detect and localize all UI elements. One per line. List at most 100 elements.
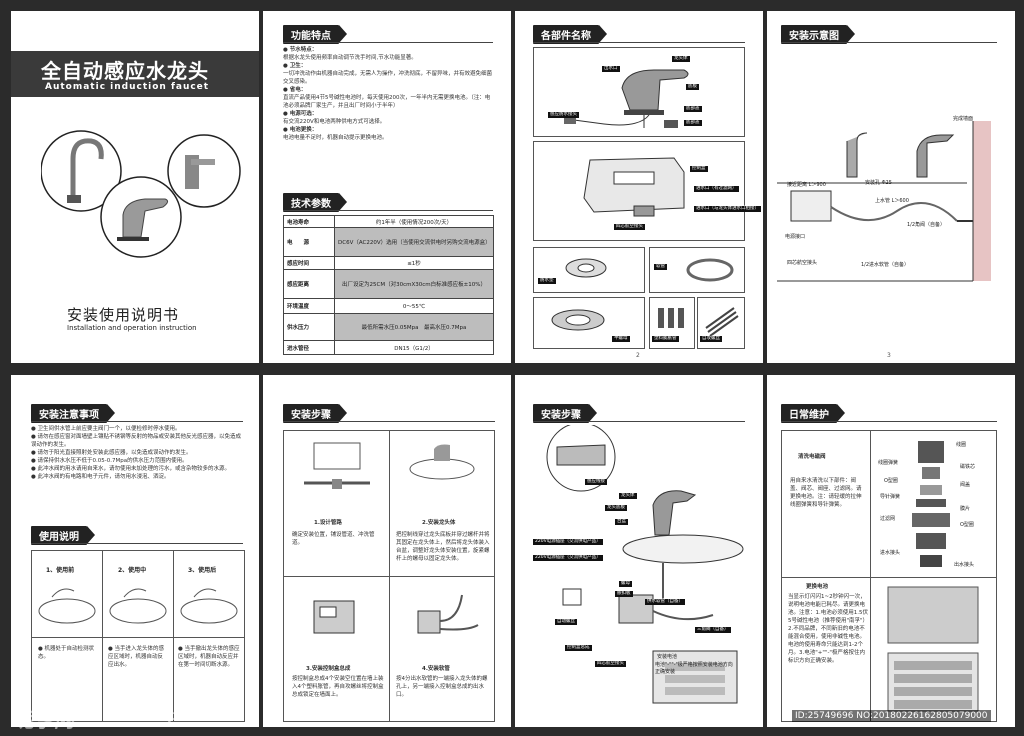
install-detail-header: 安装步骤: [533, 404, 597, 423]
label-nut: 螺母: [619, 581, 632, 587]
label-bottom-cover: 底部盖: [684, 106, 702, 112]
label-supply-hose: 供水软管（自备）: [645, 599, 685, 605]
usage-header: 使用说明: [31, 526, 95, 545]
diagram-label-hole: 安装孔 Φ25: [865, 180, 892, 186]
label-body: 龙头体: [672, 56, 690, 62]
label-control-box: 控制盒: [690, 166, 708, 172]
install-detail-page: 安装步骤 感应线接 龙头体 龙头底板 台盆 220V电源插座（交流供电产品） 2…: [515, 375, 763, 727]
part-inlet-joint: 进水接头: [880, 550, 901, 556]
features-divider: [283, 42, 493, 43]
spec-row: 供水压力最低所需水压0.05Mpa 最高水压0.7Mpa: [283, 313, 494, 341]
label-outlet: 出水口: [602, 66, 620, 72]
label-aviation-plug: 四芯航空接头: [614, 224, 645, 230]
step1-text: 确定安装位置，铺设管道、冲洗管道。: [292, 532, 375, 546]
diagram-header: 安装示意图: [781, 25, 855, 44]
label-inlet-filter: 进水口（有过滤网）: [694, 186, 739, 192]
part-oring-1: O型圈: [884, 478, 898, 484]
part-diaphragm: 膜片: [960, 506, 971, 512]
step2-drawing: [409, 444, 475, 480]
notes-divider: [31, 421, 243, 422]
step4-drawing: [417, 594, 479, 634]
control-box-drawing: [583, 157, 685, 217]
step4-text: 按4分出水软管的一端接入龙头体的螺孔上，另一端接入控制盒总成的出水口。: [396, 676, 488, 698]
diagram-label-aviation: 四芯航空接头: [787, 260, 818, 266]
replace-battery-title: 更换电池: [806, 584, 829, 590]
label-power-socket-2: 220V电源插座（交流供电产品）: [533, 555, 603, 561]
features-list: ● 节水特点：根据水龙头使用频率自动调节洗手时间,节水功能显著。 ● 卫生：一切…: [283, 47, 493, 141]
label-screw: 自动螺丝: [555, 619, 577, 625]
part-oring-2: O型圈: [960, 522, 974, 528]
step-after: 3、使用后: [188, 567, 217, 574]
part-pin-spring: 导针弹簧: [880, 494, 901, 500]
usage-divider: [31, 543, 243, 544]
label-power-socket-1: 220V电源插座（交流供电产品）: [533, 539, 603, 545]
label-sensor-joint: 感应防水接头: [548, 112, 579, 118]
page-number: 3: [887, 352, 891, 359]
part-screw: 自攻螺丝: [697, 297, 745, 349]
label-plate: 胀扣板: [615, 591, 633, 597]
diagram-label-power: 电源接口: [785, 234, 806, 240]
step1-drawing: [304, 442, 370, 489]
battery-drawing: [887, 586, 979, 712]
diagram-divider: [781, 42, 997, 43]
label-control-assembly: 控制盒总成: [565, 645, 592, 651]
label-anchor: 塑料膨胀管: [652, 336, 679, 342]
step-desc-1: ● 机器处于自动检测状态。: [38, 646, 95, 660]
maintenance-page: 日常维护 清洗电磁阀 用自来水清洗以下部件：阀盖、阀芯、阀座、过滤网。请更换电池…: [767, 375, 1015, 727]
label-half-nut: 半螺母: [612, 336, 630, 342]
part-washer: 防水垫: [533, 247, 645, 293]
label-washer: 防水垫: [538, 278, 556, 284]
step4-title: 4.安装软管: [422, 666, 450, 672]
parts-divider: [533, 42, 745, 43]
watermark-url: www.nipic.com: [110, 708, 229, 724]
step3-text: 按控制盒总成4个安装空位置在墙上装入4个塑料胀管，再自攻螺丝将控制盒总成锁定在墙…: [292, 676, 384, 698]
install-detail-divider: [533, 421, 745, 422]
clean-valve-title: 清洗电磁阀: [798, 454, 826, 460]
part-nut: 半螺母: [533, 297, 645, 349]
install-header: 安装步骤: [283, 404, 347, 423]
parts-page: 各部件名称 出水口 龙头体 底板 感应防水接头 底部盖 底部盖 控制盒 进水口（…: [515, 11, 763, 363]
notes-header: 安装注意事项: [31, 404, 115, 423]
battery-install-note: 电池"-""-"极严格按照安装电池方向正确安装: [655, 662, 733, 675]
label-angle-valve: 三角阀（自备）: [695, 627, 731, 633]
spec-header: 技术参数: [283, 193, 347, 212]
label-faucet-base: 龙头底板: [605, 505, 627, 511]
diagram-label-hose: 1/2进水软管（自备）: [861, 262, 910, 268]
part-outlet-joint: 出水接头: [954, 562, 975, 568]
diagram-label-angle-valve: 1/2角阀（自备）: [907, 222, 946, 228]
step-desc-3: ● 当手撤出龙头体的感应区域时，机器自动反应并在第一时间切断水源。: [178, 646, 240, 668]
features-page: 功能特点 ● 节水特点：根据水龙头使用频率自动调节洗手时间,节水功能显著。 ● …: [263, 11, 511, 363]
label-bottom-cover-2: 底部盖: [684, 120, 702, 126]
step3-drawing: [313, 600, 355, 634]
clean-valve-text: 用自来水清洗以下部件：阀盖、阀芯、阀座、过滤网。请更换电池。注：请轻缓的拉伸线圈…: [790, 478, 862, 508]
label-inlet-connect: 进水口（与龙头体进水口相接）: [694, 206, 761, 212]
part-coil: 线圈: [956, 442, 967, 448]
notes-page: 安装注意事项 ● 卫生间供水管上前应要主阀门一个，以便检修时停水使用。 ● 请勿…: [11, 375, 259, 727]
label-basin: 台盆: [615, 519, 628, 525]
watermark-logo: 昵享网: [14, 708, 74, 732]
spec-row: 感应距离出厂设定为25CM（对30cmX30cm白标准感应板±10%）: [283, 269, 494, 299]
step2-text: 把控制线穿过龙头底板并穿过螺杆并将其固定在龙头体上，然后将龙头体装入台盆，调整好…: [396, 532, 490, 562]
maintenance-header: 日常维护: [781, 404, 845, 423]
faucet-parts-box: 出水口 龙头体 底板 感应防水接头 底部盖 底部盖: [533, 47, 745, 137]
maintenance-table: 清洗电磁阀 用自来水清洗以下部件：阀盖、阀芯、阀座、过滤网。请更换电池。注：请轻…: [781, 430, 997, 722]
usage-table: 1、使用前 2、使用中 3、使用后 ● 机器处于自动检测状态。 ● 当手进入龙头…: [31, 550, 245, 722]
battery-install-title: 安装电池: [657, 654, 678, 660]
step3-title: 3.安装控制盒总成: [306, 666, 351, 672]
faucet-illustration: [41, 130, 241, 258]
diagram-label-wall: 完成墙面: [953, 116, 974, 122]
cover-title-cn: 全自动感应水龙头: [41, 59, 209, 83]
label-four-pin: 四芯航空接头: [595, 661, 626, 667]
step-desc-2: ● 当手进入龙头体的感应区域时，机器自动反应出水。: [108, 646, 165, 668]
label-screw: 自攻螺丝: [700, 336, 722, 342]
installation-diagram: [777, 121, 991, 282]
cover-page: 全自动感应水龙头 Automatic induction faucet 安装使用…: [11, 11, 259, 363]
install-steps-page: 安装步骤 1.设计管路 确定安装位置，铺设管道、冲洗管道。 2.安装龙头体 把控…: [263, 375, 511, 727]
replace-battery-text: 当显示灯闪闪1~2秒钟闪一次，说明电池电能已耗尽。请更换电池。注意：1.电池必须…: [788, 594, 868, 664]
valve-exploded-drawing: [912, 441, 950, 567]
step1-title: 1.设计管路: [314, 520, 342, 526]
